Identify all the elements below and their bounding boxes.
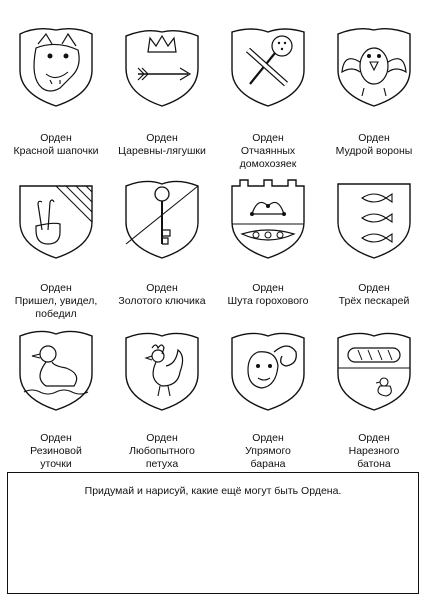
bread-chicken-icon: [337, 332, 411, 411]
skimmer-rolling-pin-icon: [231, 28, 305, 107]
rooster-icon: [125, 332, 199, 411]
crow-icon: [337, 27, 411, 107]
key-icon: [125, 180, 199, 259]
jester-peapod-icon: [231, 179, 305, 259]
task-instruction: Придумай и нарисуй, какие ещё могут быть…: [84, 485, 342, 497]
ram-icon: [231, 332, 305, 411]
crown-arrow-icon: [125, 29, 199, 107]
three-fish-icon: [337, 183, 411, 259]
wolf-icon: [19, 27, 93, 107]
duck-icon: [19, 330, 93, 411]
drawing-task-box[interactable]: Придумай и нарисуй, какие ещё могут быть…: [7, 472, 419, 594]
victory-hand-icon: [19, 185, 93, 259]
